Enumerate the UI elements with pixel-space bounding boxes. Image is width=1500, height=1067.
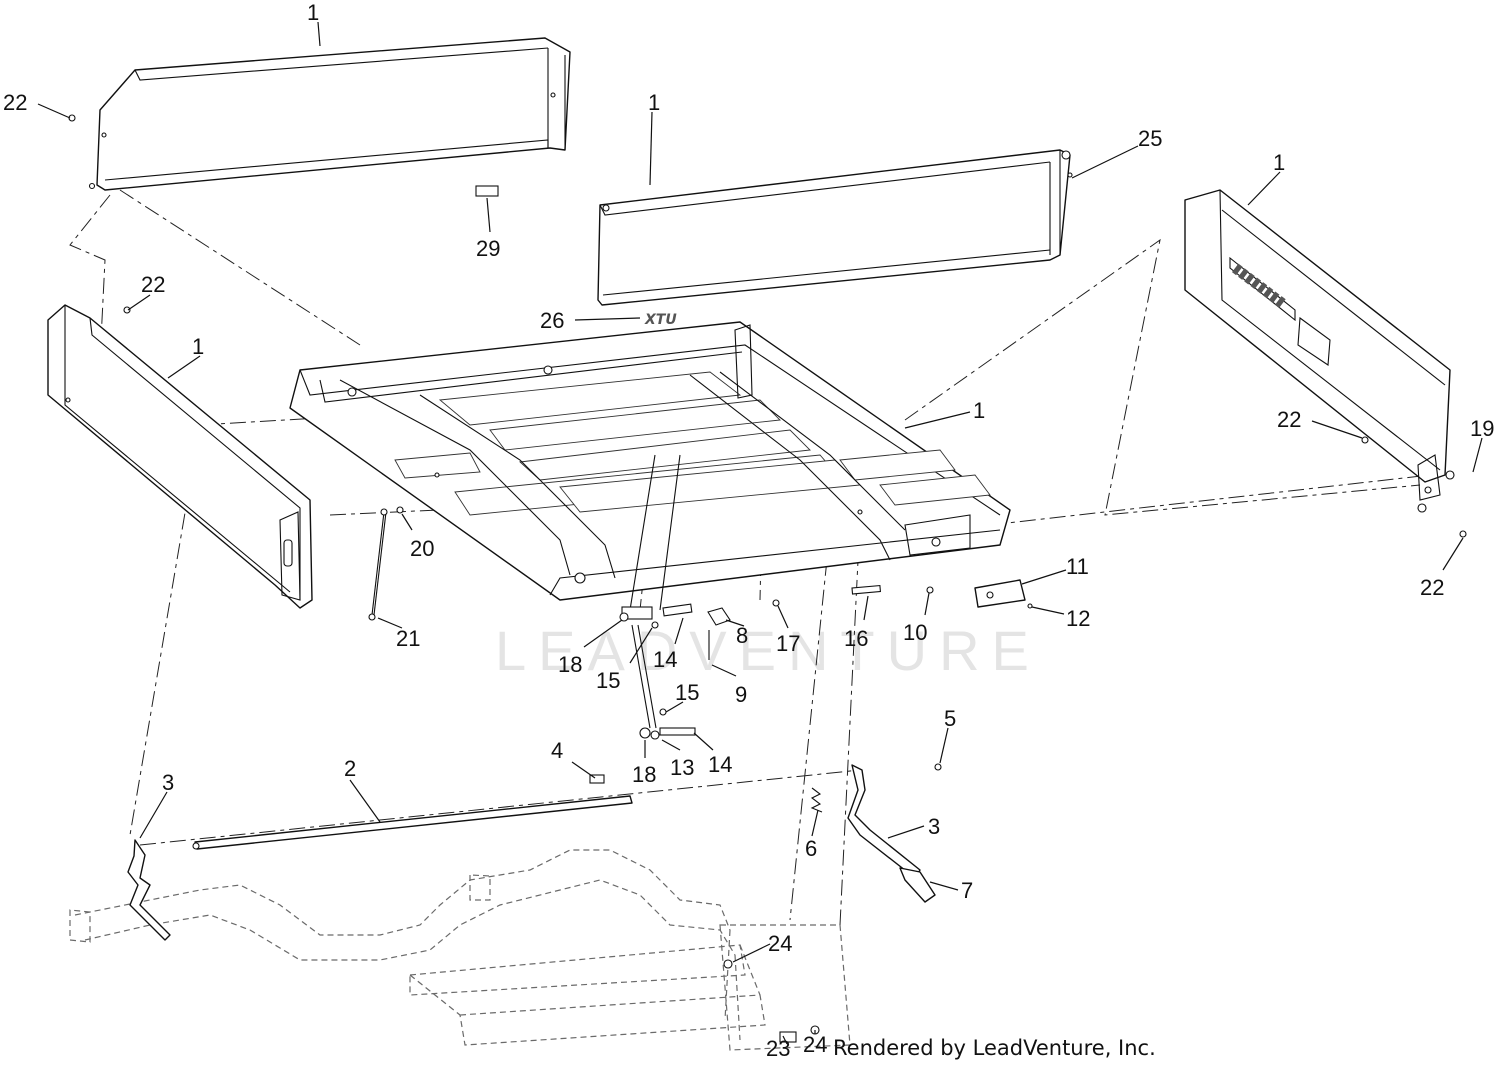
callout-21: 21 xyxy=(396,626,420,651)
tailgate-panel: ▮▮▮▮▮▮▮▮ xyxy=(1184,189,1451,513)
callout-15: 15 xyxy=(596,668,620,693)
callout-29: 29 xyxy=(476,236,500,261)
pin-25 xyxy=(1067,172,1073,178)
callout-5: 5 xyxy=(944,706,956,731)
callout-1: 1 xyxy=(973,398,985,423)
callout-7: 7 xyxy=(961,878,973,903)
callout-8: 8 xyxy=(736,623,748,648)
callout-24: 24 xyxy=(803,1032,827,1057)
callouts: 1 22 29 1 25 1 22 26 1 1 22 19 22 20 21 … xyxy=(3,0,1494,1061)
callout-14: 14 xyxy=(653,647,677,672)
leader-lines xyxy=(37,21,1483,1045)
callout-16: 16 xyxy=(844,626,868,651)
side-panel-upper-left xyxy=(88,37,571,197)
callout-6: 6 xyxy=(805,836,817,861)
side-panel-left xyxy=(47,304,313,609)
xtu-decal: XTU xyxy=(644,312,677,328)
callout-2: 2 xyxy=(344,756,356,781)
callout-14: 14 xyxy=(708,752,732,777)
callout-22: 22 xyxy=(1277,407,1301,432)
release-rod xyxy=(192,774,633,850)
clip-29 xyxy=(475,185,499,197)
callout-1: 1 xyxy=(648,90,660,115)
fasteners xyxy=(68,114,1467,538)
latch-linkage xyxy=(619,454,934,740)
callout-9: 9 xyxy=(735,682,747,707)
callout-15: 15 xyxy=(675,680,699,705)
callout-22: 22 xyxy=(141,272,165,297)
callout-13: 13 xyxy=(670,755,694,780)
callout-25: 25 xyxy=(1138,126,1162,151)
callout-11: 11 xyxy=(1066,554,1089,579)
callout-18: 18 xyxy=(632,762,656,787)
callout-22: 22 xyxy=(3,90,27,115)
frame-bracket-fasteners xyxy=(723,959,820,1043)
callout-22: 22 xyxy=(1420,575,1444,600)
callout-3: 3 xyxy=(928,814,940,839)
callout-23: 23 xyxy=(766,1036,790,1061)
callout-12: 12 xyxy=(1066,606,1090,631)
callout-17: 17 xyxy=(776,631,800,656)
clip-4 xyxy=(589,774,605,784)
callout-19: 19 xyxy=(1470,416,1494,441)
render-credit: Rendered by LeadVenture, Inc. xyxy=(833,1036,1156,1060)
callout-24: 24 xyxy=(768,931,792,956)
callout-26: 26 xyxy=(540,308,564,333)
spring xyxy=(810,787,823,813)
callout-20: 20 xyxy=(410,536,434,561)
callout-10: 10 xyxy=(903,620,927,645)
watermark: LEADVENTURE xyxy=(495,619,1041,682)
latch-hook-left xyxy=(127,839,171,941)
latch-plate xyxy=(974,579,1033,609)
callout-1: 1 xyxy=(192,334,204,359)
callout-4: 4 xyxy=(551,738,563,763)
cargo-bed: XTU xyxy=(289,312,1011,601)
latch-hook-right xyxy=(847,763,942,903)
callout-1: 1 xyxy=(307,0,319,25)
callout-3: 3 xyxy=(162,770,174,795)
side-panel-upper-center xyxy=(597,149,1073,306)
gas-strut xyxy=(368,506,404,621)
callout-1: 1 xyxy=(1273,150,1285,175)
callout-18: 18 xyxy=(558,652,582,677)
chassis-frame xyxy=(69,849,851,1051)
